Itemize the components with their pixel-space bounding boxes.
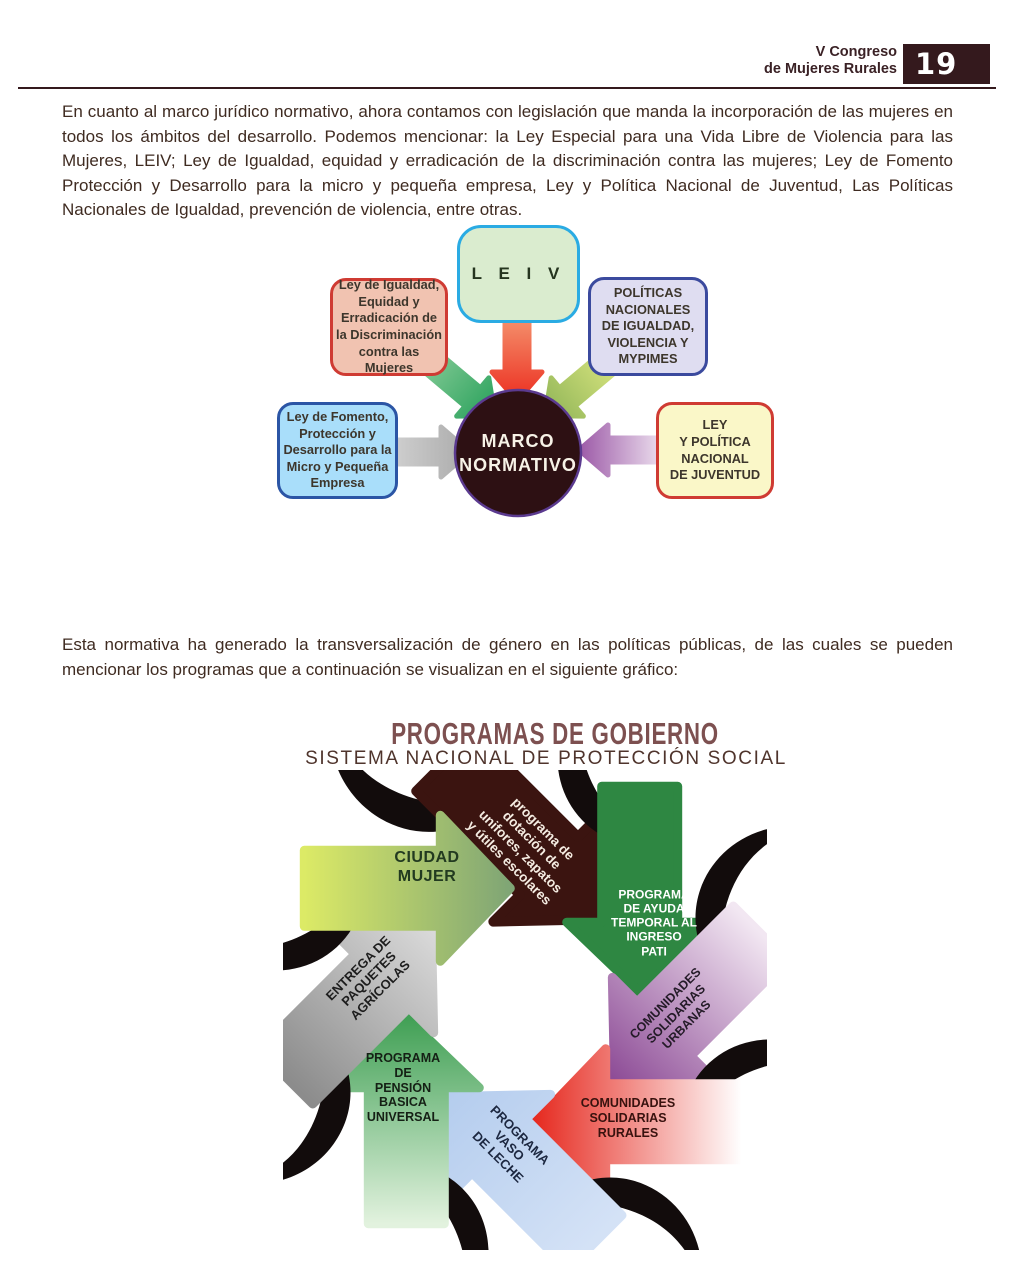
arrow-juventud-to-marco [576,422,665,478]
label-ayuda-temporal-pati: PROGRAMA DE AYUDA TEMPORAL AL INGRESO PA… [611,887,697,959]
header-title: V Congreso de Mujeres Rurales [764,44,897,78]
programas-title: PROGRAMAS DE GOBIERNO [391,716,719,751]
marco-normativo-label: MARCO NORMATIVO [459,431,577,475]
box-ley-fomento: Ley de Fomento, Protección y Desarrollo … [277,402,398,499]
label-pension-basica: PROGRAMA DE PENSIÓN BASICA UNIVERSAL [365,1051,441,1125]
label-comunidades-rurales: COMUNIDADES SOLIDARIAS RURALES [580,1095,676,1140]
paragraph-transversalizacion: Esta normativa ha generado la transversa… [62,635,953,679]
paragraph-marco-juridico: En cuanto al marco jurídico normativo, a… [62,102,953,220]
header-title-line1: V Congreso [815,44,897,60]
page-number-badge: 19 [903,44,990,84]
header-divider [18,87,996,89]
box-ley-igualdad: Ley de Igualdad, Equidad y Erradicación … [330,277,448,376]
programas-subtitle: SISTEMA NACIONAL DE PROTECCIÓN SOCIAL [305,748,787,769]
marco-normativo-circle [453,388,583,518]
box-politicas-nacionales: POLÍTICAS NACIONALES DE IGUALDAD, VIOLEN… [588,277,708,376]
label-ciudad-mujer: CIUDAD MUJER [394,849,460,885]
box-leiv: L E I V [457,225,580,323]
header-title-line2: de Mujeres Rurales [764,61,897,77]
page-number: 19 [915,47,958,81]
arrow-leiv-to-marco [489,315,545,404]
box-ley-juventud: LEY Y POLÍTICA NACIONAL DE JUVENTUD [656,402,774,499]
